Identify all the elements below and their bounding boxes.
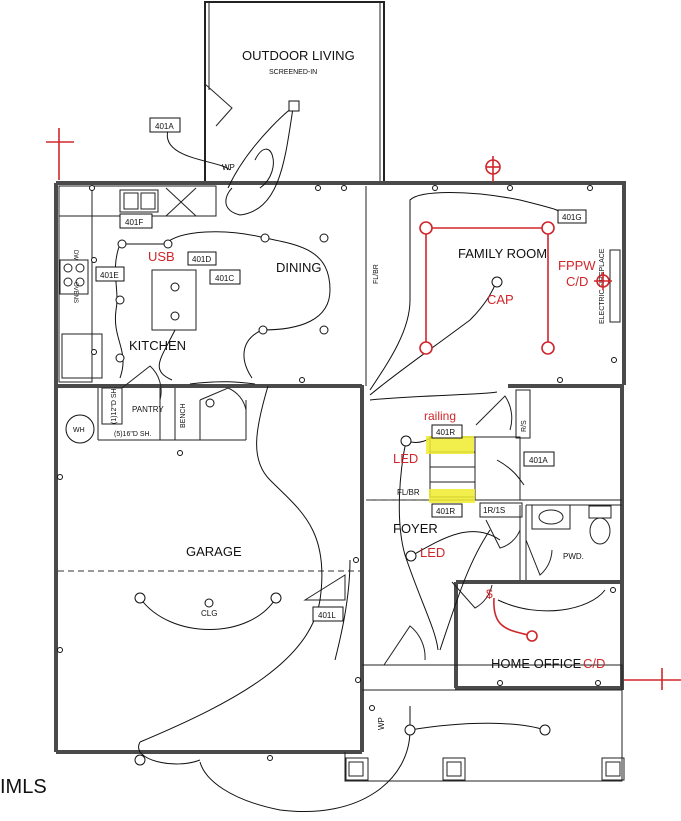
wp-bottom-label: WP bbox=[377, 717, 386, 730]
red-fireplace-outlet bbox=[594, 272, 612, 290]
cap-annotation: CAP bbox=[487, 292, 514, 307]
svg-text:401A: 401A bbox=[155, 122, 174, 131]
bottom-text-fragment: IMLS bbox=[0, 776, 47, 798]
foyer-label: FOYER bbox=[393, 521, 438, 536]
ovens-label: OVENS bbox=[72, 282, 78, 303]
water-heater-label: WH bbox=[73, 427, 85, 434]
wp-top-label: WP bbox=[222, 163, 235, 172]
light-fixtures bbox=[115, 100, 551, 766]
kitchen-cabinets bbox=[58, 185, 217, 425]
tag-401G: 401G bbox=[557, 209, 587, 224]
svg-text:401R: 401R bbox=[436, 428, 455, 437]
water-heater-symbol bbox=[65, 414, 95, 444]
railing-highlight-bottom bbox=[429, 489, 475, 503]
tag-401C: 401C bbox=[209, 269, 241, 285]
family-room-label: FAMILY ROOM bbox=[458, 246, 547, 261]
dw-label: DW bbox=[72, 250, 78, 260]
led-annotation-1: LED bbox=[393, 451, 418, 466]
tag-401E: 401E bbox=[95, 266, 125, 282]
rs-vertical-label: R/S bbox=[521, 420, 528, 432]
tag-401R-top: 401R bbox=[431, 424, 463, 439]
svg-text:401F: 401F bbox=[125, 218, 143, 227]
kitchen-label: KITCHEN bbox=[129, 338, 186, 353]
outdoor-living-sublabel: SCREENED-IN bbox=[269, 69, 317, 76]
railing-annotation: railing bbox=[424, 409, 456, 423]
usb-annotation: USB bbox=[148, 249, 175, 264]
red-recessed-lights bbox=[419, 221, 555, 355]
outdoor-living-label: OUTDOOR LIVING bbox=[242, 48, 355, 63]
powder-room-fixtures bbox=[531, 504, 612, 545]
tag-401L: 401L bbox=[312, 606, 344, 622]
svg-text:401C: 401C bbox=[215, 274, 234, 283]
cd-office-annotation: C/D bbox=[583, 656, 605, 671]
tag-401F: 401F bbox=[119, 213, 153, 229]
crosshair-marks bbox=[46, 128, 681, 690]
outdoor-living-room bbox=[204, 1, 385, 182]
railing-highlight-top bbox=[426, 436, 474, 454]
red-exterior-fixture bbox=[485, 156, 501, 182]
ceiling-label: CLG bbox=[201, 609, 217, 618]
cd-family-annotation: C/D bbox=[566, 274, 588, 289]
shelf-16-label: (5)16"D SH. bbox=[114, 431, 152, 438]
fl-br-vertical-label: FL/BR bbox=[373, 264, 380, 284]
rs-label: 1R/1S bbox=[483, 506, 505, 515]
dining-label: DINING bbox=[276, 260, 322, 275]
svg-text:401D: 401D bbox=[192, 255, 211, 264]
fireplace-unit bbox=[609, 249, 621, 323]
fl-br-horizontal-label: FL/BR bbox=[397, 488, 420, 497]
shelf-12-label: (1)12"D SH. bbox=[111, 386, 118, 424]
svg-text:401E: 401E bbox=[100, 271, 119, 280]
red-office-switch: $ bbox=[486, 587, 538, 642]
receptacles bbox=[57, 185, 617, 761]
exterior-walls bbox=[54, 181, 626, 754]
tag-401R-bottom: 401R bbox=[431, 503, 463, 518]
svg-text:401G: 401G bbox=[562, 213, 582, 222]
wiring-runs bbox=[114, 106, 606, 812]
tag-401A-outdoor: 401A bbox=[149, 117, 181, 133]
garage-label: GARAGE bbox=[186, 544, 242, 559]
bench-label: BENCH bbox=[180, 403, 187, 428]
svg-text:$: $ bbox=[486, 587, 493, 601]
tag-401A-stair: 401A bbox=[523, 451, 555, 467]
pantry-label: PANTRY bbox=[132, 405, 164, 414]
led-annotation-2: LED bbox=[420, 545, 445, 560]
door-swings bbox=[121, 365, 553, 666]
powder-room-label: PWD. bbox=[563, 552, 584, 561]
svg-text:401A: 401A bbox=[529, 456, 548, 465]
home-office-label: HOME OFFICE bbox=[491, 656, 582, 671]
svg-text:401R: 401R bbox=[436, 507, 455, 516]
svg-text:401L: 401L bbox=[318, 611, 336, 620]
fppw-annotation: FPPW bbox=[558, 258, 596, 273]
tag-401D: 401D bbox=[187, 251, 217, 266]
